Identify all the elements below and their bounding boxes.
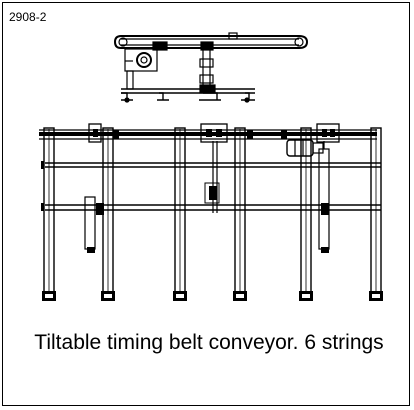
conveyor-front-view — [39, 123, 383, 301]
product-caption: Tiltable timing belt conveyor. 6 strings — [34, 331, 384, 354]
conveyor-side-view — [113, 32, 309, 103]
product-card[interactable]: 2908-2 — [2, 2, 410, 406]
product-code: 2908-2 — [9, 10, 47, 24]
conveyor-technical-drawing — [39, 32, 383, 301]
